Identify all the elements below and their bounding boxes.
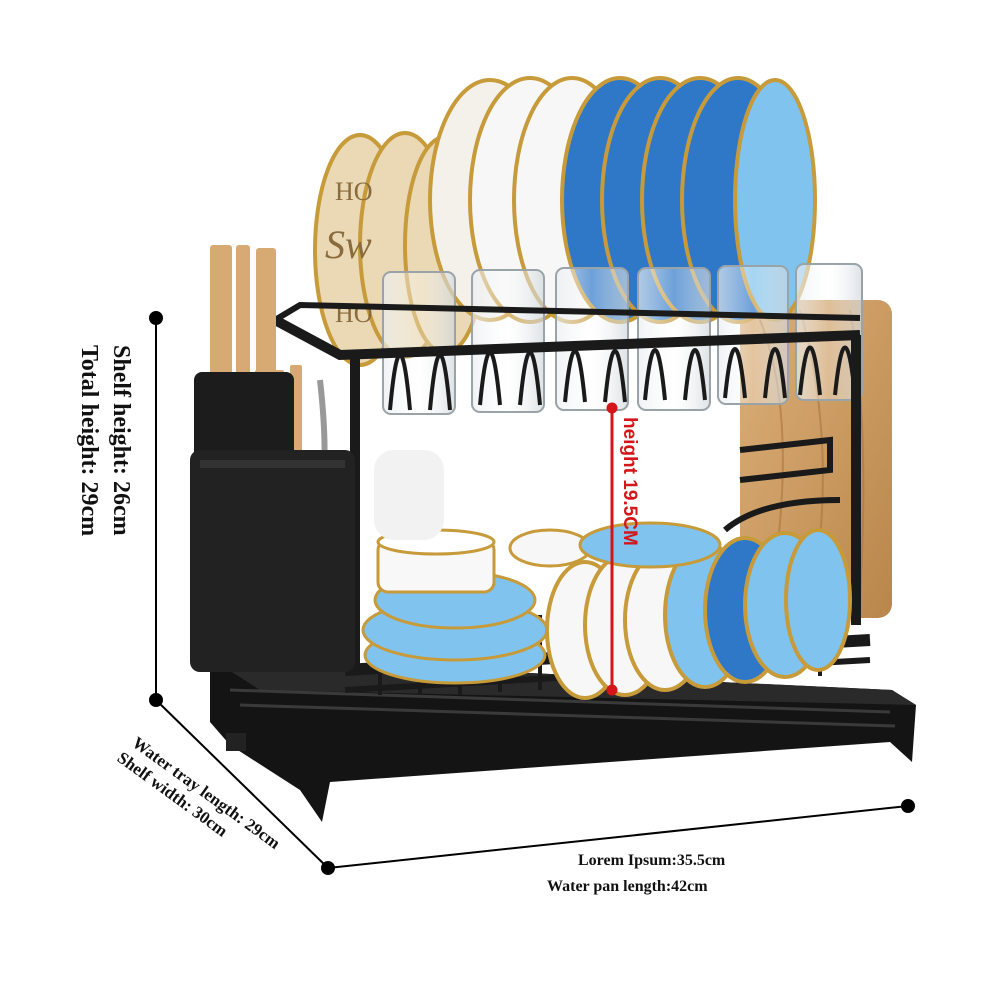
plate-text-2: Sw — [325, 222, 372, 267]
plate-text-1: HO — [335, 177, 373, 206]
shelf-height-label: Shelf height: 26cm — [108, 345, 134, 536]
dimension-lines — [149, 311, 915, 875]
inner-height-label: height 19.5CM — [619, 417, 640, 546]
total-height-label: Total height: 29cm — [76, 345, 102, 537]
water-pan-length-label: Water pan length:42cm — [547, 878, 708, 895]
height-marker — [606, 402, 618, 696]
lorem-ipsum-label: Lorem Ipsum:35.5cm — [578, 852, 726, 869]
top-plates: HO Sw HO — [313, 76, 817, 367]
lower-dishes — [361, 450, 852, 700]
utensil-caddy — [190, 245, 355, 672]
